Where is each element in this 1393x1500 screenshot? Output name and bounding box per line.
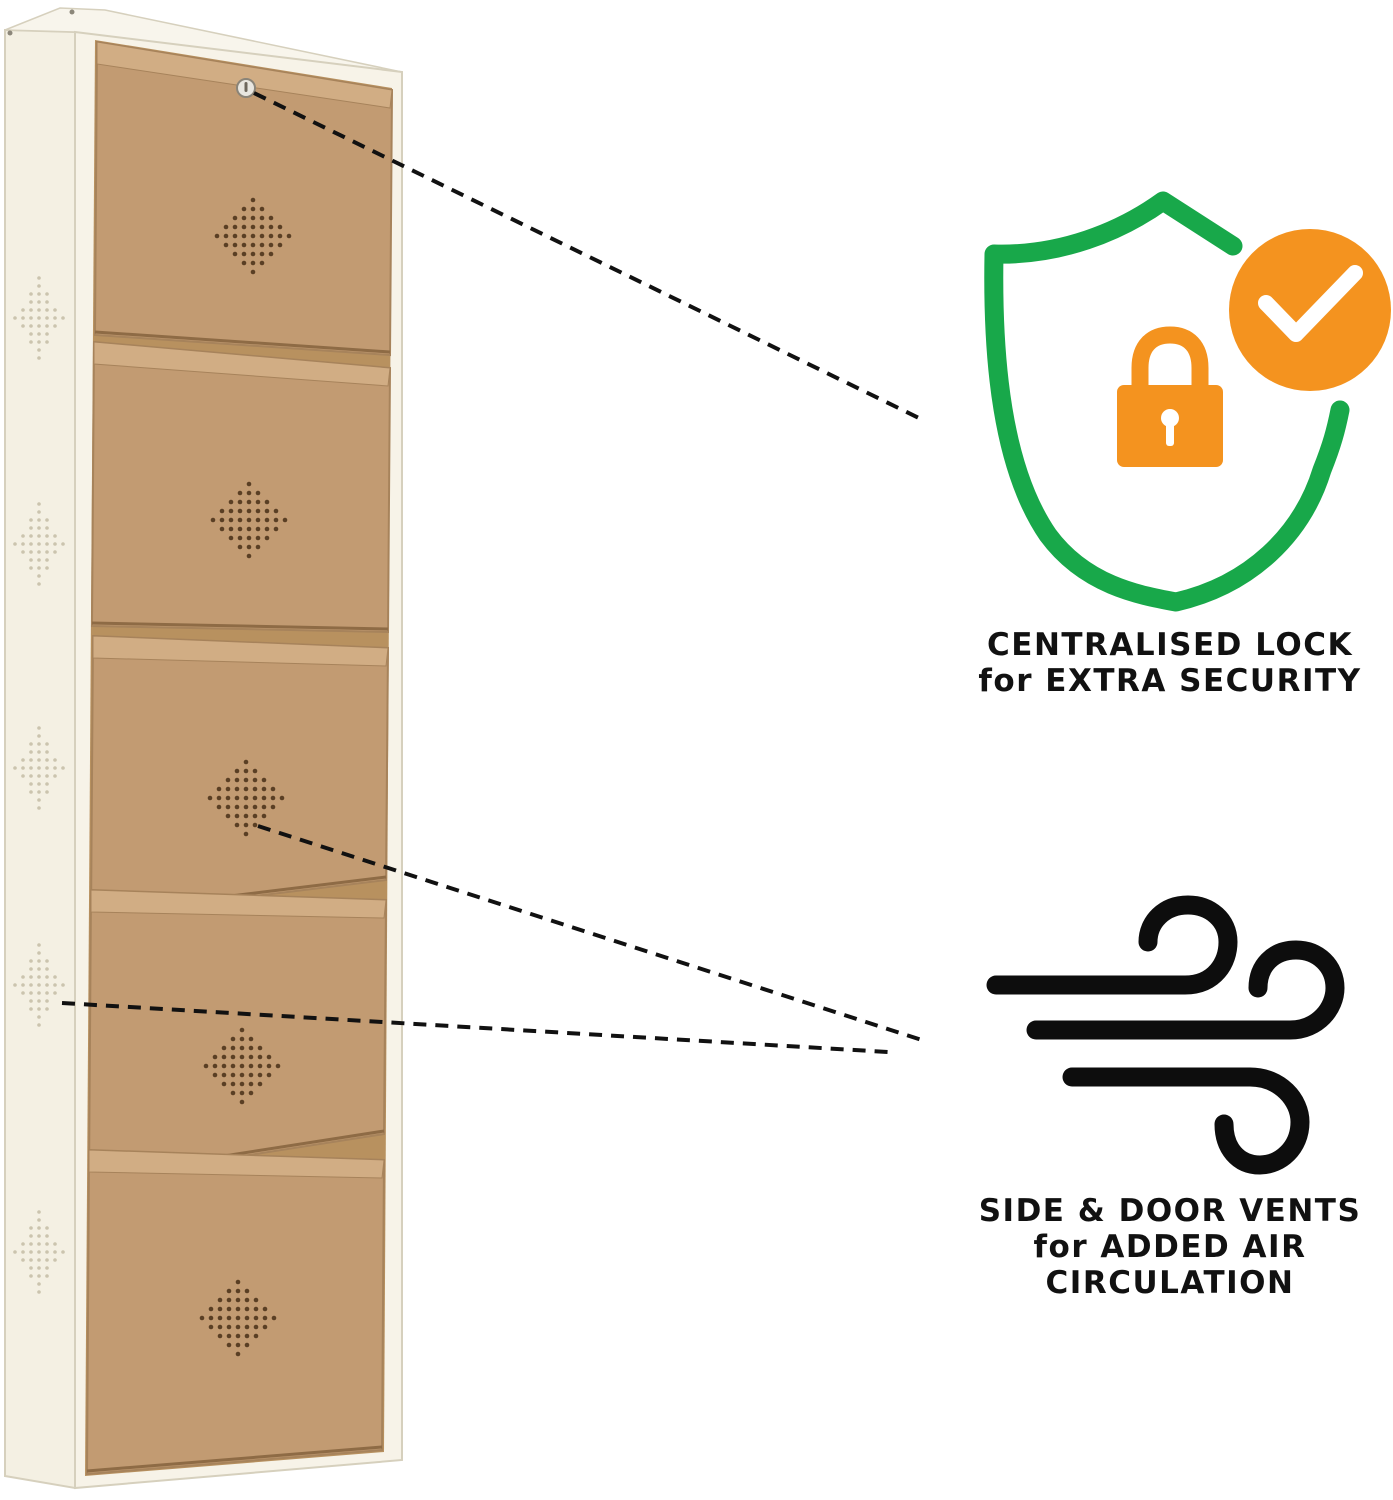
callout-lines	[61, 91, 929, 1054]
vent-caption-line-3: CIRCULATION	[1045, 1265, 1295, 1301]
lock-caption-line-1: CENTRALISED LOCK	[987, 627, 1353, 663]
door-vent	[210, 481, 288, 559]
cabinet-doors	[85, 40, 394, 1476]
lock-feature-caption: CENTRALISED LOCK for EXTRA SECURITY	[960, 627, 1380, 699]
side-vent	[13, 276, 65, 360]
lock-caption-line-2: for EXTRA SECURITY	[978, 663, 1362, 699]
vent-caption-line-1: SIDE & DOOR VENTS	[978, 1193, 1362, 1229]
door-vent	[199, 1279, 277, 1357]
door-vent-callout-line	[257, 824, 929, 1044]
door-vent	[207, 759, 285, 837]
door-vent	[203, 1027, 281, 1105]
door-vent	[214, 197, 292, 275]
checkmark-icon	[1258, 265, 1363, 342]
cabinet-door	[89, 634, 390, 918]
side-vent	[13, 726, 65, 810]
side-vent	[13, 1210, 65, 1294]
side-vents	[13, 276, 65, 1294]
side-vent	[13, 943, 65, 1027]
side-vent	[13, 502, 65, 586]
vent-caption-line-2: for ADDED AIR	[1033, 1229, 1307, 1265]
cabinet-door	[93, 40, 394, 357]
cabinet-lock	[236, 78, 256, 98]
padlock-icon	[1117, 326, 1223, 467]
shoe-cabinet-image	[4, 7, 404, 1490]
cabinet-door	[85, 1148, 386, 1476]
wind-icon	[986, 895, 1345, 1175]
cabinet-door	[90, 340, 392, 634]
vent-feature-caption: SIDE & DOOR VENTS for ADDED AIR CIRCULAT…	[960, 1193, 1380, 1301]
cabinet-door	[87, 888, 388, 1182]
lock-callout-line	[253, 91, 926, 423]
side-vent-callout-line	[61, 1001, 889, 1054]
shield-check-lock-icon	[984, 191, 1391, 612]
